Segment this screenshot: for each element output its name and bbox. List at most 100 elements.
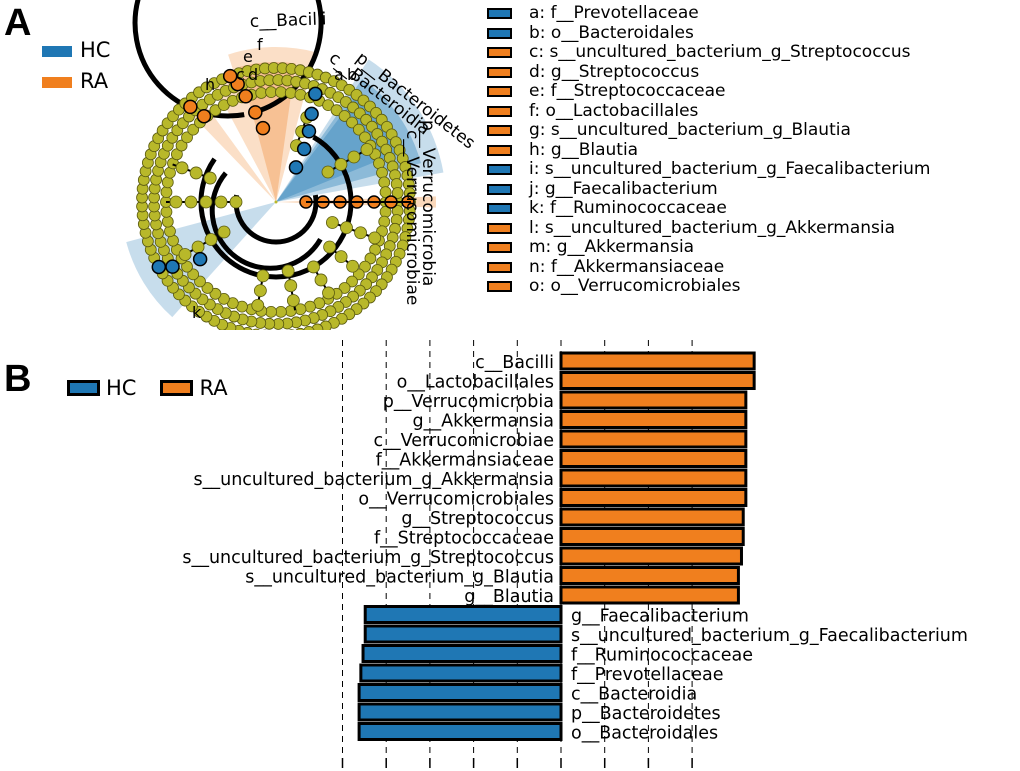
- tree-branch: [327, 148, 368, 173]
- taxon-node: [265, 86, 277, 99]
- bar-ra: [559, 527, 745, 546]
- bar-ra: [559, 507, 745, 527]
- bar-label: s__uncultured_bacterium_g_Streptococcus: [182, 548, 554, 568]
- legend-text: b: o__Bacteroidales: [529, 22, 694, 43]
- taxon-node: [253, 284, 267, 298]
- taxon-node: [169, 195, 183, 209]
- taxon-node: [187, 123, 200, 136]
- taxon-node: [338, 110, 351, 122]
- legend-swatch: [487, 203, 512, 215]
- ra-label: RA: [199, 376, 228, 400]
- bar-hc: [359, 663, 563, 683]
- legend-swatch: [487, 144, 512, 156]
- panel-a-label: A: [4, 2, 32, 44]
- taxon-node: [201, 282, 214, 294]
- taxon-node: [189, 166, 203, 180]
- clade-short-label: d: [248, 65, 258, 84]
- bar-ra: [559, 371, 756, 390]
- ra-biomarker-node: [183, 99, 198, 115]
- legend-swatch: [487, 105, 512, 117]
- legend-swatch: [487, 261, 512, 273]
- bar-label: g__Blautia: [464, 587, 554, 607]
- root-node: [274, 200, 278, 204]
- taxon-node: [368, 231, 382, 245]
- cladogram-legend-item: m: g__Akkermansia: [487, 238, 930, 258]
- cladogram-legend-item: a: f__Prevotellaceae: [487, 4, 930, 24]
- hc-biomarker-node: [296, 141, 312, 157]
- hc-label: HC: [106, 376, 137, 400]
- taxon-node: [265, 305, 277, 318]
- bar-label: o__Verrucomicrobiales: [358, 490, 554, 510]
- clade-short-label: c: [236, 65, 245, 84]
- taxon-node: [334, 158, 348, 171]
- legend-text: d: g__Streptococcus: [529, 61, 700, 82]
- streptococcaceae-highlight: [214, 78, 276, 202]
- bar-label: g__Akkermansia: [413, 412, 554, 432]
- bar-label: c__Bacteroidia: [571, 685, 697, 705]
- bar-label: p__Bacteroidetes: [571, 704, 721, 724]
- hc-biomarker-node: [301, 124, 317, 139]
- cladogram-legend-item: k: f__Ruminococcaceae: [487, 199, 930, 219]
- clade-short-label: b: [347, 65, 357, 84]
- taxon-node: [359, 260, 371, 273]
- clade-short-label: k: [192, 303, 202, 322]
- legend-text: l: s__uncultured_bacterium_g_Akkermansia: [529, 217, 896, 238]
- bar-ra: [559, 546, 743, 566]
- taxon-node: [204, 233, 218, 246]
- legend-text: i: s__uncultured_bacterium_g_Faecalibact…: [529, 159, 931, 180]
- taxon-node: [346, 259, 360, 273]
- taxon-node: [334, 250, 348, 264]
- legend-text: n: f__Akkermansiaceae: [529, 256, 725, 277]
- taxon-node: [338, 282, 351, 294]
- taxon-node: [161, 215, 174, 228]
- bar-hc: [357, 722, 563, 741]
- taxon-node: [284, 87, 297, 99]
- taxon-node: [164, 225, 176, 238]
- taxon-node: [303, 326, 315, 330]
- taxon-node: [325, 216, 339, 229]
- tree-branch: [332, 221, 376, 239]
- bar-hc: [361, 644, 563, 663]
- bar-label: f__Prevotellaceae: [571, 665, 724, 685]
- hc-biomarker-node: [308, 86, 323, 102]
- bar-label: o__Bacteroidales: [571, 724, 718, 744]
- taxon-node: [284, 279, 298, 293]
- hc-biomarker-node: [192, 251, 208, 267]
- legend-swatch: [487, 47, 512, 59]
- legend-swatch: [487, 125, 512, 137]
- bar-hc: [363, 605, 563, 624]
- hc-label: HC: [80, 38, 111, 62]
- taxon-node: [281, 264, 295, 278]
- taxon-node: [360, 143, 374, 156]
- taxon-node: [295, 327, 305, 330]
- taxon-node: [194, 275, 206, 288]
- bar-hc: [357, 683, 563, 702]
- bar-ra: [559, 488, 748, 507]
- taxon-node: [352, 123, 365, 136]
- legend-text: c: s__uncultured_bacterium_g_Streptococc…: [529, 42, 911, 63]
- legend-text: h: g__Blautia: [529, 139, 639, 160]
- taxon-node: [379, 186, 392, 199]
- taxon-node: [314, 273, 328, 287]
- tree-branch: [132, 0, 324, 119]
- bar-label: o__Lactobacillales: [397, 373, 554, 393]
- ra-swatch: [42, 76, 72, 88]
- legend-swatch: [487, 164, 512, 176]
- cladogram-legend-hc: HC: [42, 40, 110, 61]
- taxon-node: [354, 226, 367, 240]
- legend-swatch: [487, 86, 512, 98]
- tree-branch: [209, 171, 323, 271]
- legend-text: k: f__Ruminococcaceae: [529, 198, 727, 219]
- taxon-node: [347, 150, 361, 164]
- clade-short-label: h: [205, 75, 215, 94]
- taxon-node: [364, 252, 377, 265]
- bar-label: f__Akkermansiaceae: [376, 451, 554, 471]
- bar-label: g__Streptococcus: [401, 509, 554, 529]
- taxon-node: [178, 248, 192, 261]
- cladogram-legend-item: i: s__uncultured_bacterium_g_Faecalibact…: [487, 160, 930, 180]
- taxon-node: [184, 195, 198, 209]
- hc-biomarker-node: [288, 160, 304, 175]
- bar-ra: [559, 468, 748, 488]
- cladogram-legend-item: d: g__Streptococcus: [487, 63, 930, 83]
